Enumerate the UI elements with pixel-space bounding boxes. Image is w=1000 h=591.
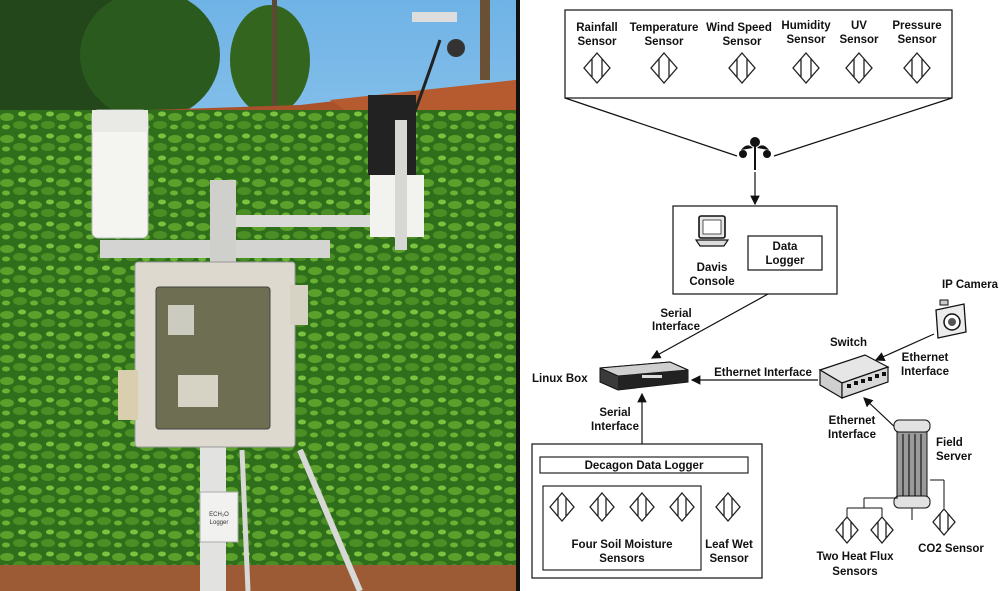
sensor-pressure: Pressure Sensor <box>892 20 942 84</box>
field-server-line2: Server <box>936 451 972 463</box>
sensor-humidity: Humidity Sensor <box>781 20 831 84</box>
davis-console-box <box>672 205 838 295</box>
sensor-icon <box>650 52 678 84</box>
svg-text:Pressure: Pressure <box>892 20 941 32</box>
co2-sensor-label: CO2 Sensor <box>918 543 984 555</box>
linux-box-label: Linux Box <box>532 373 588 385</box>
svg-text:Sensor: Sensor <box>787 34 827 46</box>
leaf-wet-line1: Leaf Wet <box>705 539 753 551</box>
ethernet-interface-field-line2: Interface <box>828 429 876 441</box>
data-logger-line1: Data <box>773 241 799 253</box>
ethernet-interface-camera-line2: Interface <box>901 366 949 378</box>
ethernet-interface-field-line1: Ethernet <box>829 415 876 427</box>
network-switch-icon <box>818 354 890 400</box>
soil-moisture-sensor-icon <box>549 492 575 522</box>
heat-flux-line2: Sensors <box>832 566 877 578</box>
svg-text:Sensor: Sensor <box>578 36 618 48</box>
serial-interface-top-line2: Interface <box>652 321 700 333</box>
soil-moisture-sensor-icon <box>669 492 695 522</box>
panel-divider <box>516 0 520 591</box>
soil-moisture-line2: Sensors <box>599 553 644 565</box>
soil-moisture-group-box <box>542 485 702 571</box>
serial-interface-bottom-line2: Interface <box>591 421 639 433</box>
svg-text:Sensor: Sensor <box>723 36 763 48</box>
sensor-rainfall: Rainfall Sensor <box>576 22 618 84</box>
data-logger-box <box>747 235 823 271</box>
svg-text:Humidity: Humidity <box>781 20 831 32</box>
heat-flux-sensor-icon <box>870 515 894 545</box>
serial-interface-bottom-line1: Serial <box>599 407 630 419</box>
svg-text:Rainfall: Rainfall <box>576 22 618 34</box>
soil-moisture-sensor-icon <box>589 492 615 522</box>
logger-label-line1: ECH₂O <box>209 512 229 518</box>
ethernet-interface-main-label: Ethernet Interface <box>714 367 812 379</box>
sensor-icon <box>903 52 931 84</box>
heat-flux-line1: Two Heat Flux <box>816 551 894 563</box>
ip-camera-label: IP Camera <box>942 279 999 291</box>
switch-label: Switch <box>830 337 867 349</box>
field-server-line1: Field <box>936 437 963 449</box>
logger-label-line2: Logger <box>210 520 229 526</box>
ethernet-interface-camera-line1: Ethernet <box>902 352 949 364</box>
co2-sensor-icon <box>932 507 956 537</box>
linux-box-icon <box>599 361 689 391</box>
anemometer-icon <box>739 137 771 170</box>
decagon-logger-label: Decagon Data Logger <box>585 460 704 472</box>
sensor-icon <box>845 52 873 84</box>
ip-camera-icon <box>935 299 967 339</box>
field-server-icon <box>893 419 931 509</box>
decagon-logger-bar <box>539 456 749 474</box>
svg-text:Wind Speed: Wind Speed <box>706 22 772 34</box>
leaf-wet-sensor-icon <box>715 492 741 522</box>
data-logger-line2: Logger <box>766 255 805 267</box>
decagon-system-box <box>531 443 763 579</box>
sensor-wind-speed: Wind Speed Sensor <box>706 22 772 84</box>
weather-sensors-box <box>564 9 953 99</box>
soil-moisture-sensor-icon <box>629 492 655 522</box>
heat-flux-sensor-icon <box>835 515 859 545</box>
svg-text:Temperature: Temperature <box>630 22 699 34</box>
sensor-uv: UV Sensor <box>840 20 880 84</box>
sensor-icon <box>583 52 611 84</box>
svg-text:Sensor: Sensor <box>645 36 685 48</box>
system-architecture-diagram: Rainfall Sensor Temperature Sensor Wind … <box>531 9 999 579</box>
svg-text:UV: UV <box>851 20 867 32</box>
davis-label-line1: Davis <box>697 262 728 274</box>
computer-monitor-icon <box>694 215 730 247</box>
svg-text:Sensor: Sensor <box>840 34 880 46</box>
sensor-icon <box>792 52 820 84</box>
sensor-icon <box>728 52 756 84</box>
weather-station-photo: ECH₂O Logger <box>0 0 516 591</box>
sensor-temperature: Temperature Sensor <box>630 22 699 84</box>
soil-moisture-line1: Four Soil Moisture <box>572 539 673 551</box>
serial-interface-top-line1: Serial <box>660 308 691 320</box>
leaf-wet-line2: Sensor <box>710 553 750 565</box>
davis-label-line2: Console <box>689 276 734 288</box>
svg-text:Sensor: Sensor <box>898 34 938 46</box>
